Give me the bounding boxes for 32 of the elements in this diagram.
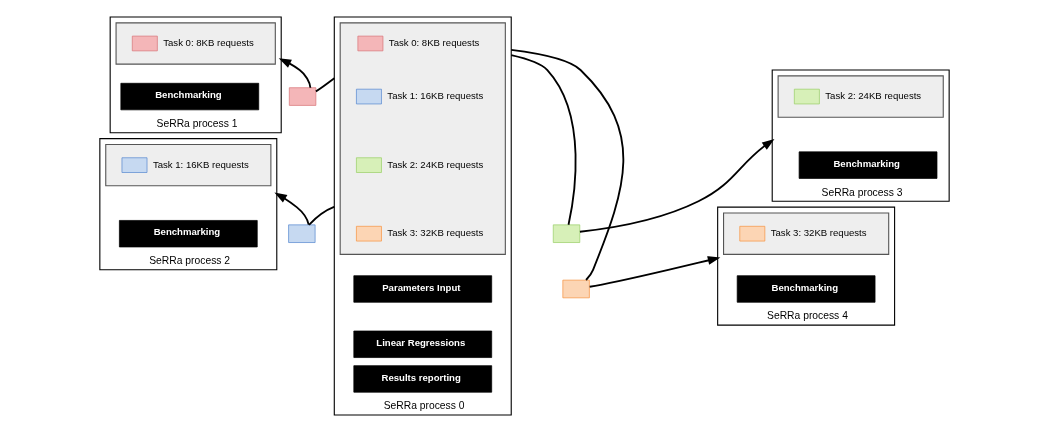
connector [510,54,577,226]
node-box: Benchmarking [736,275,876,303]
node-label: Task 3: 32KB requests [770,227,867,239]
node-box: Benchmarking [798,151,938,179]
node-label: Task 3: 32KB requests [387,227,484,239]
node-label: Task 1: 16KB requests [387,90,484,102]
node-box [288,224,316,243]
node-box: Linear Regressions [353,330,493,358]
node-box: Benchmarking [119,220,258,248]
cluster [777,75,944,118]
arrow [274,192,310,226]
connector [510,49,625,281]
connector [308,206,336,226]
arrow [579,138,775,233]
node-box: Results reporting [353,365,493,393]
cluster [339,22,506,255]
cluster [723,212,890,255]
arrow [278,58,312,89]
cluster [105,143,272,187]
node-box [288,87,317,106]
node-label: Task 2: 24KB requests [825,90,922,102]
node-box: Parameters Input [353,275,493,303]
node-box [552,224,581,243]
node-label: Task 0: 8KB requests [388,36,480,48]
node-label: Task 0: 8KB requests [163,36,254,48]
node-label: Task 1: 16KB requests [152,158,249,170]
cluster [115,22,276,65]
node-box: Benchmarking [120,82,260,111]
node-box [562,279,590,299]
node-label: Task 2: 24KB requests [387,158,484,170]
arrow [588,256,721,288]
connector [314,77,336,93]
